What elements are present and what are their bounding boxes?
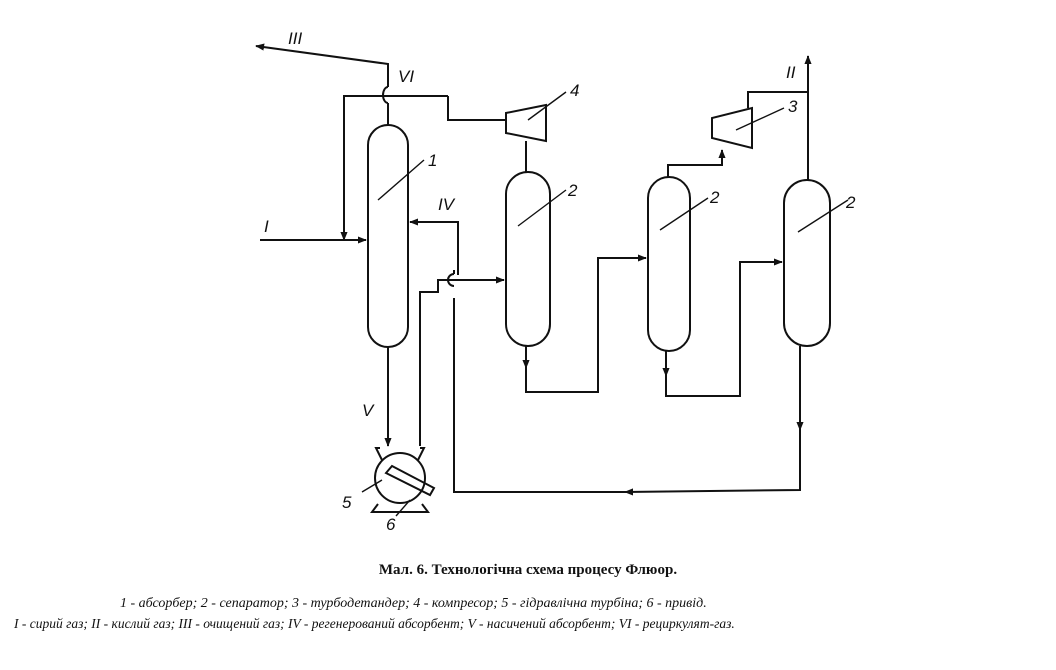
legend-equipment: 1 - абсорбер; 2 - сепаратор; 3 - турбоде… [120, 596, 707, 611]
label-stream-V: V [362, 401, 375, 420]
label-separator-1: 2 [567, 181, 578, 200]
figure-caption: Мал. 6. Технологічна схема процесу Флюор… [378, 562, 678, 578]
label-stream-IV: IV [438, 195, 456, 214]
separator-vessel-1 [505, 171, 551, 347]
label-compressor: 4 [570, 81, 579, 100]
label-stream-II: II [786, 63, 796, 82]
label-stream-VI: VI [398, 67, 414, 86]
label-stream-III: III [288, 29, 302, 48]
label-separator-2: 2 [709, 188, 720, 207]
label-drive: 6 [386, 515, 396, 534]
absorber-vessel [367, 124, 409, 348]
drive-shaft [384, 464, 436, 497]
separator-vessel-3 [783, 179, 831, 347]
label-stream-I: I [264, 217, 269, 236]
turboexpander [711, 106, 753, 150]
separator-vessel-2 [647, 176, 691, 352]
legend-streams: I - сирий газ; II - кислий газ; III - оч… [14, 616, 735, 631]
label-turboexpander: 3 [788, 97, 798, 116]
label-separator-3: 2 [845, 193, 856, 212]
compressor [505, 103, 547, 143]
label-absorber: 1 [428, 151, 437, 170]
label-turbine: 5 [342, 493, 352, 512]
